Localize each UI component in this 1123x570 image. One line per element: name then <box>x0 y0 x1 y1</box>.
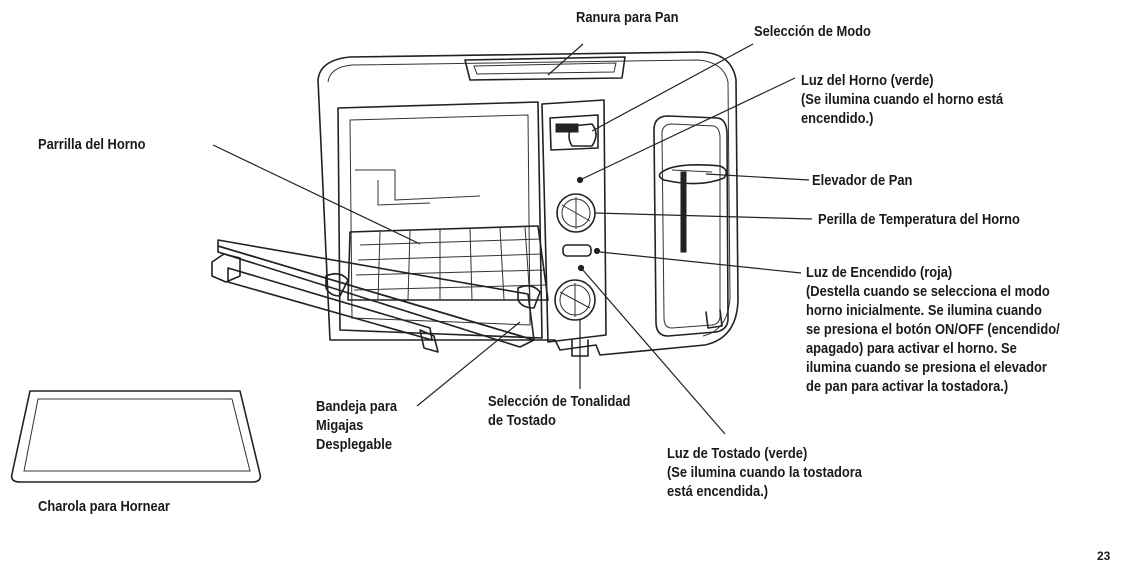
oven-light <box>576 176 584 184</box>
label-mode-selection: Selección de Modo <box>754 23 871 40</box>
label-toast-light: Luz de Tostado (verde) (Se ilumina cuand… <box>667 445 862 500</box>
oven-rack <box>347 225 549 301</box>
leader-lines <box>212 43 813 435</box>
mode-selector <box>568 123 597 147</box>
label-shade-selection: Selección de Tonalidad de Tostado <box>488 393 631 429</box>
power-light <box>593 247 601 255</box>
label-crumb-tray: Bandeja para Migajas Desplegable <box>316 398 398 453</box>
label-oven-rack: Parrilla del Horno <box>38 136 146 153</box>
label-baking-tray: Charola para Hornear <box>38 498 170 515</box>
bread-lever <box>658 164 728 185</box>
control-panel <box>541 99 607 343</box>
label-bread-slot: Ranura para Pan <box>576 9 679 26</box>
on-off-button <box>562 244 592 257</box>
label-bread-lever: Elevador de Pan <box>812 172 913 189</box>
side-panel <box>653 115 729 337</box>
bread-lever-slot <box>680 171 687 253</box>
label-power-light: Luz de Encendido (roja) (Destella cuando… <box>806 264 1060 395</box>
door-handle <box>227 267 433 341</box>
label-oven-light: Luz del Horno (verde) (Se ilumina cuando… <box>801 72 1004 127</box>
page-number: 23 <box>1097 549 1111 563</box>
oven-cavity <box>337 101 543 339</box>
foot <box>705 309 723 329</box>
appliance-body <box>317 51 739 357</box>
bread-slot <box>464 56 626 81</box>
label-temperature-knob: Perilla de Temperatura del Horno <box>818 211 1020 228</box>
baking-tray <box>10 390 262 483</box>
shade-knob <box>554 279 596 321</box>
open-door <box>211 239 541 353</box>
